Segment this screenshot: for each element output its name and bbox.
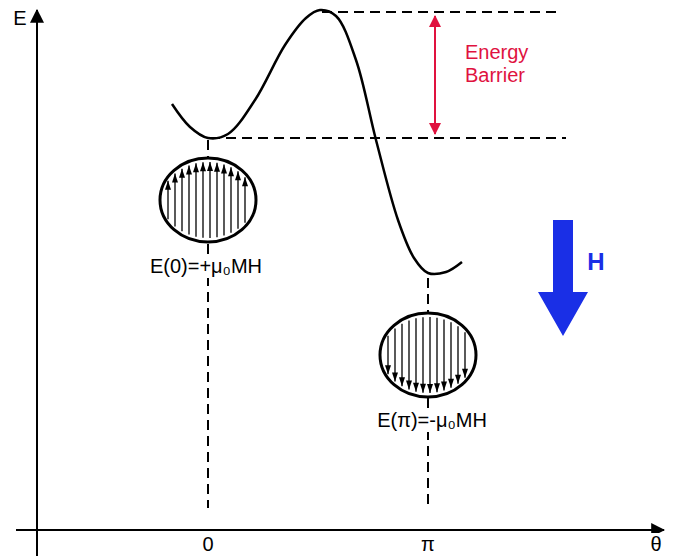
barrier-label: Energy Barrier bbox=[463, 41, 557, 87]
energy-label: E(0)=+μ₀MH bbox=[148, 255, 264, 278]
particle-up bbox=[160, 158, 256, 242]
particle-down bbox=[380, 313, 476, 397]
field-arrow bbox=[538, 220, 588, 336]
angle-axis bbox=[16, 529, 664, 531]
energy-curve bbox=[172, 10, 462, 274]
field-label: H bbox=[585, 248, 606, 276]
tick-label: 0 bbox=[200, 533, 215, 556]
energy-axis bbox=[36, 10, 38, 556]
barrier-arrow bbox=[434, 16, 436, 134]
tick-label: π bbox=[419, 533, 437, 556]
energy-label: E(π)=-μ₀MH bbox=[375, 409, 489, 432]
spin-arrows bbox=[165, 162, 248, 238]
axis-label: E bbox=[11, 7, 28, 30]
spin-arrows bbox=[385, 317, 468, 393]
axis-label: θ bbox=[648, 533, 663, 556]
